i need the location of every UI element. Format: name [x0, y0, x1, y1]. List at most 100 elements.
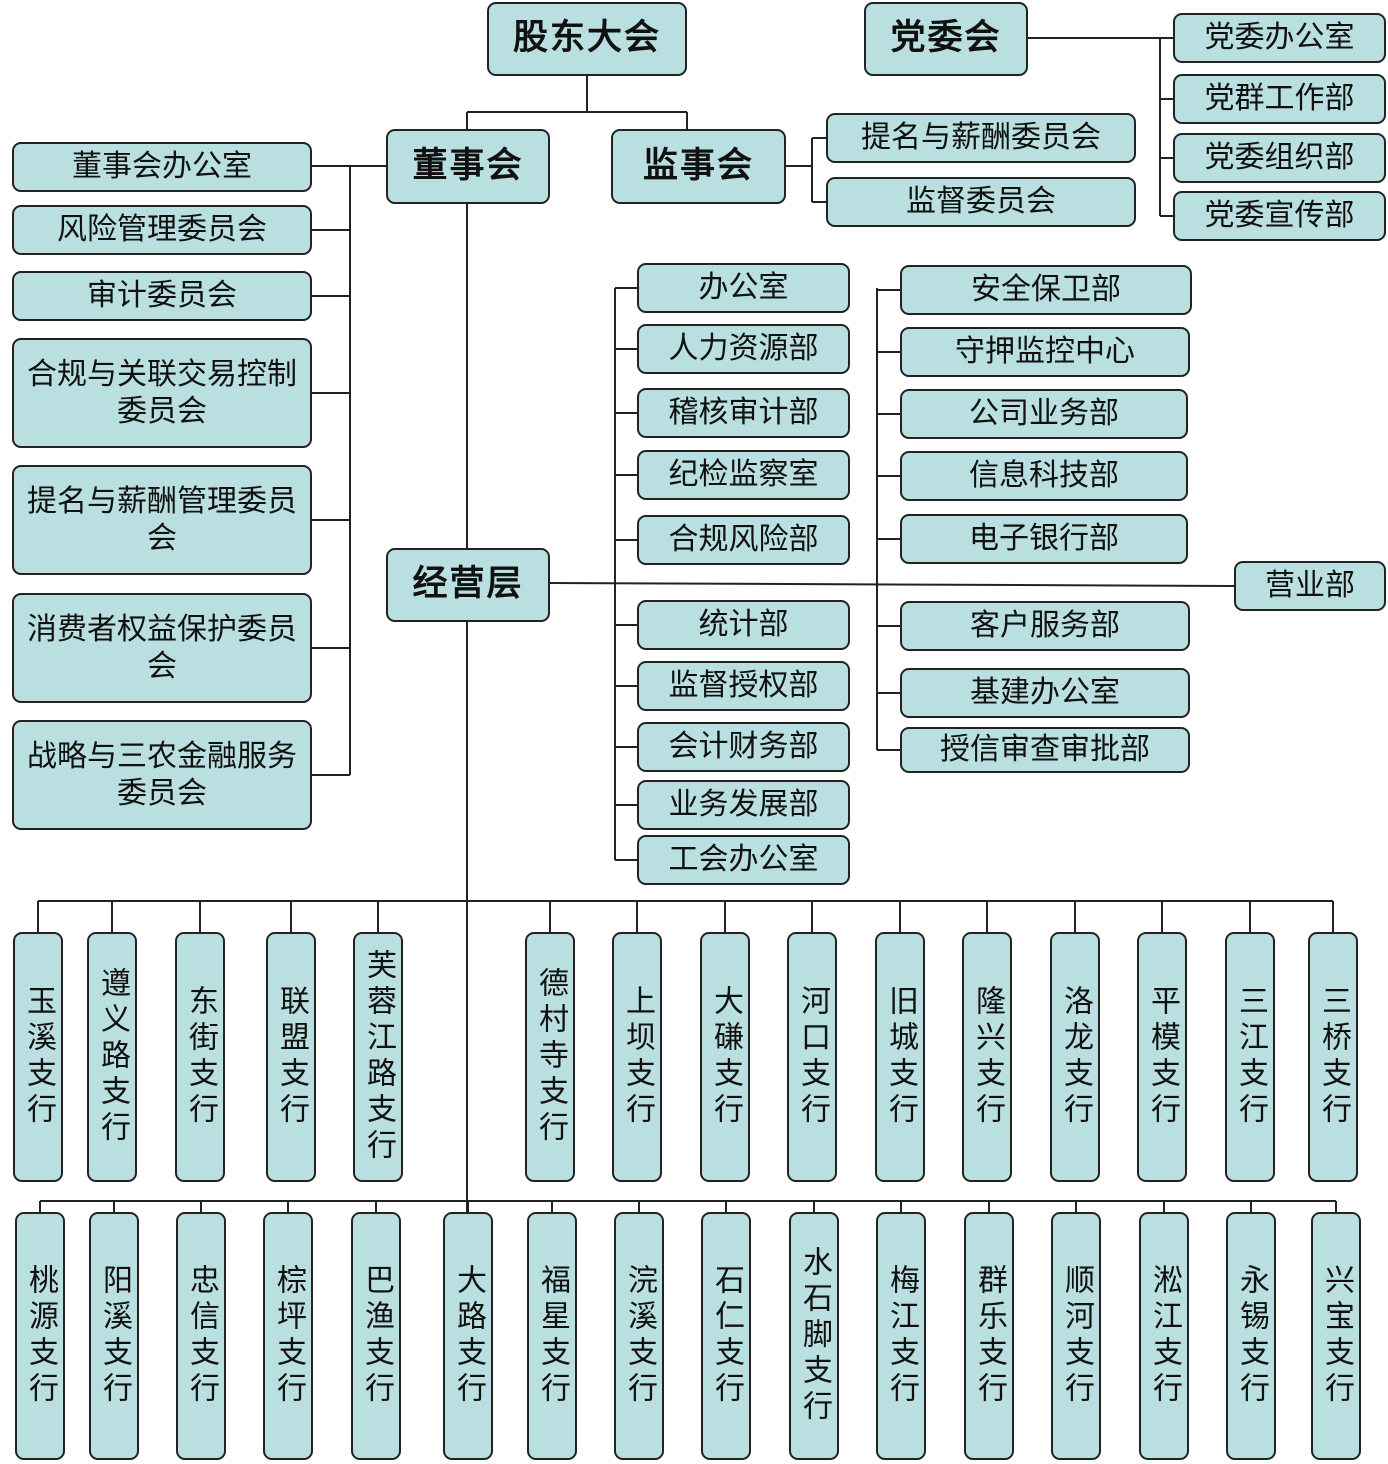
- department: 办公室: [637, 263, 850, 313]
- branch-label: 梅江支行: [884, 1264, 919, 1408]
- branch-label: 桃源支行: [23, 1264, 58, 1408]
- branch-box: 梅江支行: [876, 1212, 926, 1460]
- branch-box: 玉溪支行: [13, 932, 63, 1182]
- branch-box: 旧城支行: [875, 932, 925, 1182]
- management-layer: 经营层: [386, 548, 550, 622]
- branch-label: 水石脚支行: [797, 1246, 832, 1426]
- branch-box: 永锡支行: [1226, 1212, 1276, 1460]
- supervisory-committee: 监督委员会: [826, 177, 1136, 227]
- branch-box: 上坝支行: [612, 932, 662, 1182]
- board-of-directors: 董事会: [386, 129, 550, 204]
- branch-box: 群乐支行: [964, 1212, 1014, 1460]
- branch-label: 群乐支行: [972, 1264, 1007, 1408]
- department: 守押监控中心: [900, 327, 1190, 377]
- shareholders-meeting: 股东大会: [487, 2, 687, 76]
- department: 合规风险部: [637, 515, 850, 565]
- department: 监督授权部: [637, 661, 850, 711]
- branch-box: 遵义路支行: [87, 932, 137, 1182]
- branch-box: 东街支行: [175, 932, 225, 1182]
- branch-label: 洛龙支行: [1058, 985, 1093, 1129]
- branch-box: 棕坪支行: [263, 1212, 313, 1460]
- department: 统计部: [637, 600, 850, 650]
- board-committee: 审计委员会: [12, 271, 312, 321]
- branch-label: 顺河支行: [1059, 1264, 1094, 1408]
- branch-label: 遵义路支行: [95, 967, 130, 1147]
- branch-label: 巴渔支行: [359, 1264, 394, 1408]
- department: 电子银行部: [900, 514, 1188, 564]
- branch-box: 巴渔支行: [351, 1212, 401, 1460]
- branch-box: 联盟支行: [266, 932, 316, 1182]
- branch-label: 福星支行: [535, 1264, 570, 1408]
- branch-box: 芙蓉江路支行: [353, 932, 403, 1182]
- branch-label: 永锡支行: [1234, 1264, 1269, 1408]
- branch-label: 联盟支行: [274, 985, 309, 1129]
- branch-box: 桃源支行: [15, 1212, 65, 1460]
- branch-label: 浣溪支行: [622, 1264, 657, 1408]
- branch-box: 三江支行: [1225, 932, 1275, 1182]
- branch-label: 忠信支行: [184, 1264, 219, 1408]
- business-unit: 营业部: [1234, 561, 1386, 611]
- branch-label: 三桥支行: [1316, 985, 1351, 1129]
- branch-box: 大路支行: [443, 1212, 493, 1460]
- branch-label: 兴宝支行: [1319, 1264, 1354, 1408]
- board-committee: 风险管理委员会: [12, 205, 312, 255]
- department: 工会办公室: [637, 835, 850, 885]
- branch-label: 旧城支行: [883, 985, 918, 1129]
- department: 人力资源部: [637, 324, 850, 374]
- branch-label: 大路支行: [451, 1264, 486, 1408]
- department: 安全保卫部: [900, 265, 1192, 315]
- branch-box: 福星支行: [527, 1212, 577, 1460]
- branch-box: 河口支行: [787, 932, 837, 1182]
- department: 纪检监察室: [637, 450, 850, 500]
- branch-label: 大磏支行: [708, 985, 743, 1129]
- branch-label: 隆兴支行: [970, 985, 1005, 1129]
- branch-box: 大磏支行: [700, 932, 750, 1182]
- branch-box: 石仁支行: [701, 1212, 751, 1460]
- branch-label: 淞江支行: [1147, 1264, 1182, 1408]
- department: 信息科技部: [900, 451, 1188, 501]
- party-committee: 党委会: [864, 2, 1028, 76]
- department: 基建办公室: [900, 668, 1190, 718]
- branch-box: 洛龙支行: [1050, 932, 1100, 1182]
- branch-box: 阳溪支行: [89, 1212, 139, 1460]
- branch-box: 淞江支行: [1139, 1212, 1189, 1460]
- board-committee: 提名与薪酬管理委员会: [12, 465, 312, 575]
- connector-line: [549, 582, 1235, 587]
- branch-box: 德村寺支行: [525, 932, 575, 1182]
- branch-label: 玉溪支行: [21, 985, 56, 1129]
- branch-box: 忠信支行: [176, 1212, 226, 1460]
- branch-label: 上坝支行: [620, 985, 655, 1129]
- department: 授信审查审批部: [900, 727, 1190, 773]
- branch-box: 平模支行: [1137, 932, 1187, 1182]
- branch-box: 浣溪支行: [614, 1212, 664, 1460]
- department: 会计财务部: [637, 722, 850, 772]
- branch-box: 顺河支行: [1051, 1212, 1101, 1460]
- board-committee: 董事会办公室: [12, 142, 312, 192]
- branch-label: 河口支行: [795, 985, 830, 1129]
- board-committee: 消费者权益保护委员会: [12, 593, 312, 703]
- branch-box: 水石脚支行: [789, 1212, 839, 1460]
- branch-label: 芙蓉江路支行: [361, 949, 396, 1165]
- board-committee: 合规与关联交易控制委员会: [12, 338, 312, 448]
- branch-label: 阳溪支行: [97, 1264, 132, 1408]
- branch-label: 德村寺支行: [533, 967, 568, 1147]
- branch-label: 石仁支行: [709, 1264, 744, 1408]
- branch-box: 三桥支行: [1308, 932, 1358, 1182]
- board-committee: 战略与三农金融服务委员会: [12, 720, 312, 830]
- department: 客户服务部: [900, 601, 1190, 651]
- party-dept: 党委宣传部: [1173, 191, 1386, 241]
- board-of-supervisors: 监事会: [611, 129, 786, 204]
- branch-label: 棕坪支行: [271, 1264, 306, 1408]
- branch-label: 三江支行: [1233, 985, 1268, 1129]
- party-dept: 党委办公室: [1173, 13, 1386, 63]
- supervisory-committee: 提名与薪酬委员会: [826, 113, 1136, 163]
- party-dept: 党委组织部: [1173, 133, 1386, 183]
- department: 稽核审计部: [637, 388, 850, 438]
- branch-box: 兴宝支行: [1311, 1212, 1361, 1460]
- department: 公司业务部: [900, 389, 1188, 439]
- party-dept: 党群工作部: [1173, 74, 1386, 124]
- branch-box: 隆兴支行: [962, 932, 1012, 1182]
- department: 业务发展部: [637, 780, 850, 830]
